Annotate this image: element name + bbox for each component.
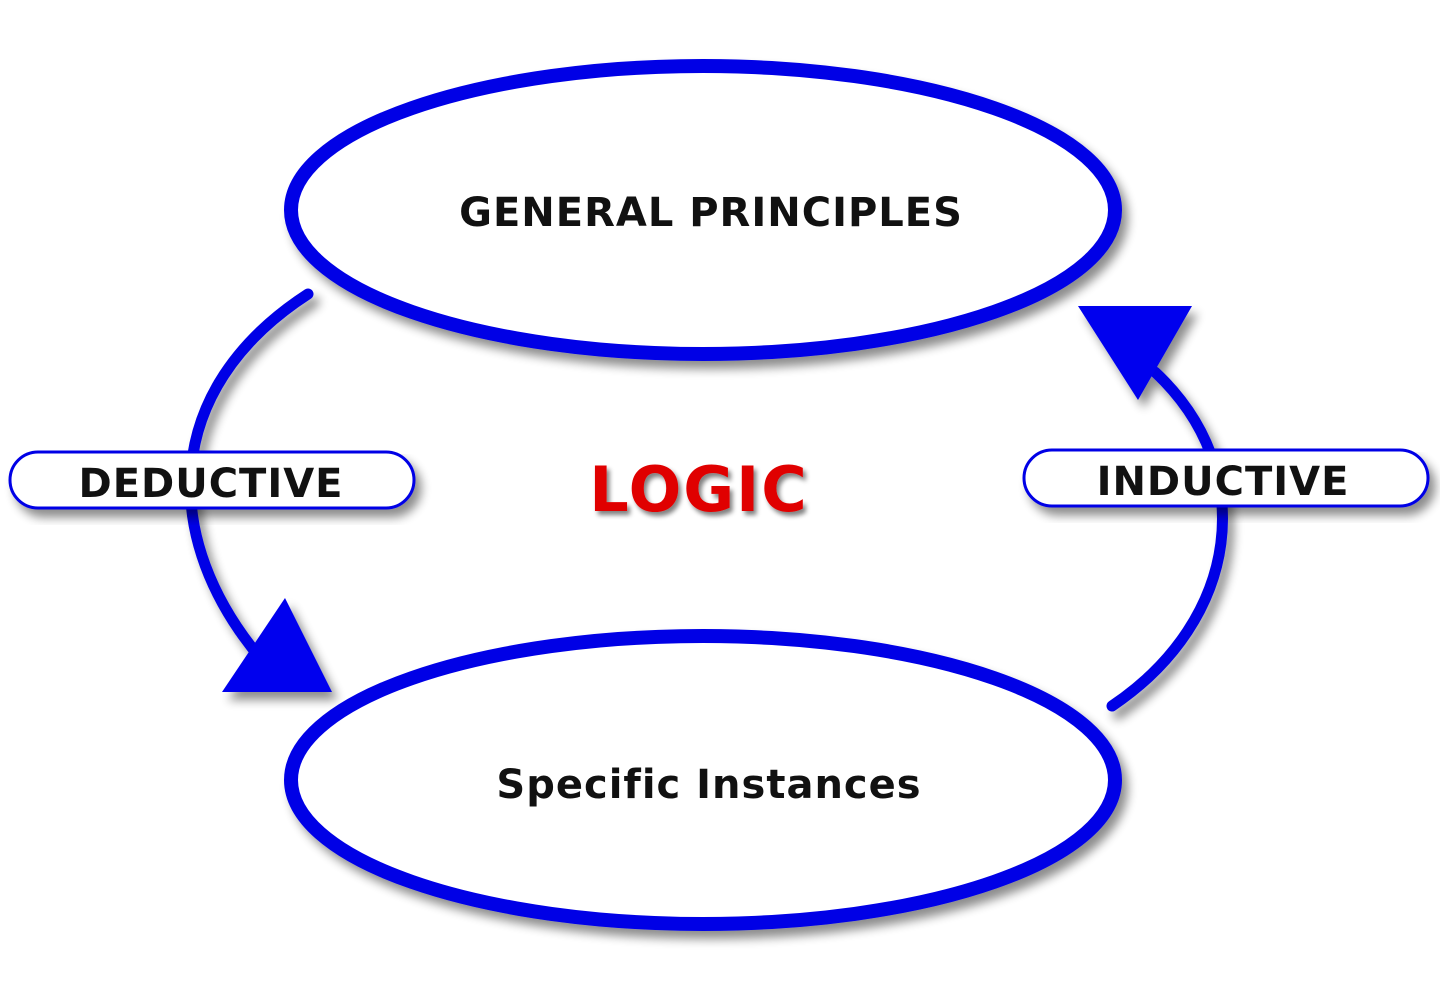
general-principles-label: GENERAL PRINCIPLES (459, 190, 963, 236)
specific-instances-ellipse (284, 629, 1122, 931)
logic-title: LOGIC (589, 453, 808, 526)
deductive-arrowhead (222, 598, 332, 692)
inductive-label: INDUCTIVE (1097, 459, 1350, 505)
inductive-arrowhead (1078, 306, 1192, 400)
general-principles-ellipse (284, 59, 1122, 361)
general-principles-node: GENERAL PRINCIPLES (284, 59, 1122, 361)
inductive-arc (1106, 366, 1228, 712)
inductive-arrow (1078, 306, 1228, 712)
specific-instances-node: Specific Instances (284, 629, 1122, 931)
deductive-label-pill: DEDUCTIVE (8, 450, 416, 510)
deductive-label: DEDUCTIVE (78, 461, 343, 507)
deductive-pill-shape (8, 450, 416, 510)
inductive-label-pill: INDUCTIVE (1022, 448, 1430, 508)
inductive-pill-shape (1022, 448, 1430, 508)
specific-instances-label: Specific Instances (496, 762, 921, 808)
